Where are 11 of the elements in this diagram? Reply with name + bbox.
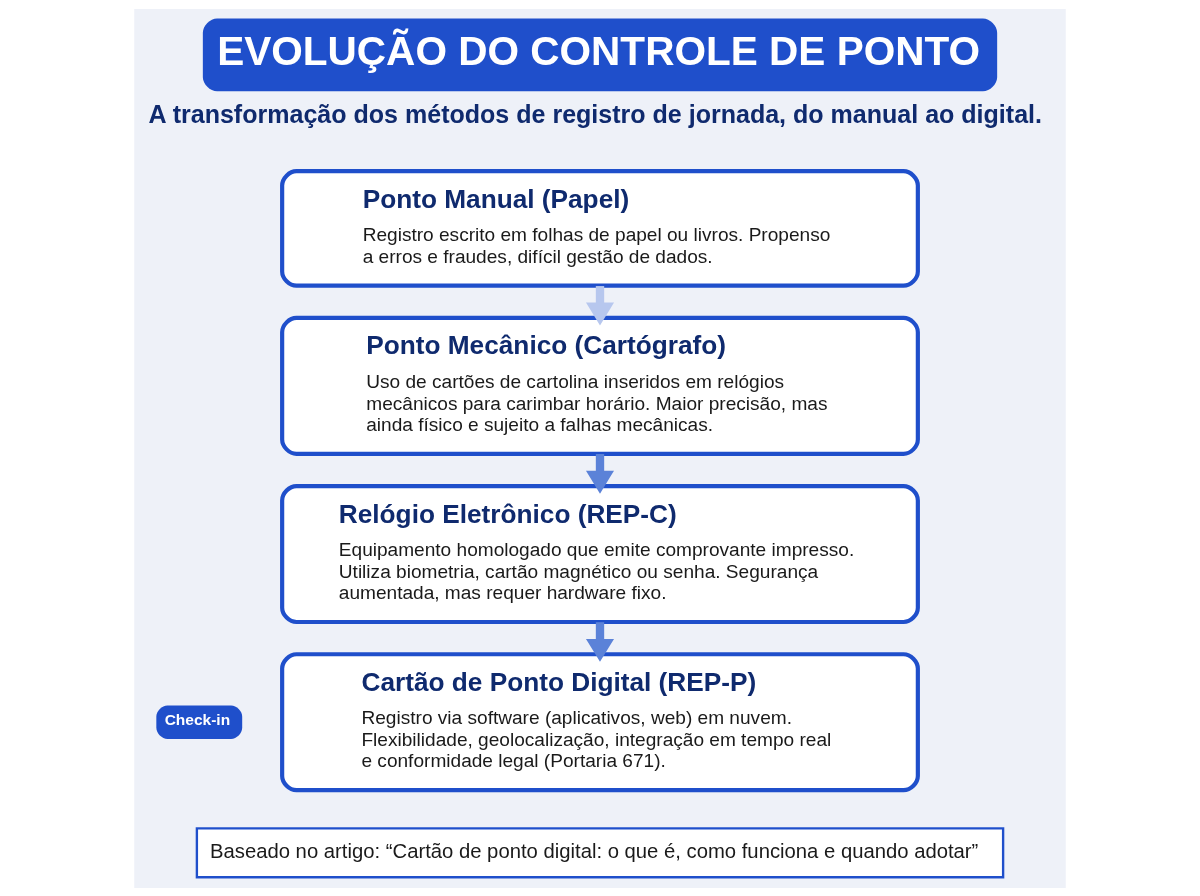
arrow — [585, 453, 615, 494]
label: A transformação dos métodos de registro de jornada, do manual ao digital. — [148, 99, 1042, 128]
arrow — [586, 285, 614, 325]
caption: Baseado no artigo: “Cartão de ponto digital: o que é, como funciona e quando adotar” — [210, 839, 979, 862]
node-box: Ponto Mecânico (Cartógrafo) Uso de cartões de cartolina inseridos em relógios mecânicos para carimbar horário. Maior precisão, mas ainda físico e sujeito a falhas mecânicas. — [280, 315, 920, 456]
node-box: Cartão de Ponto Digital (REP-P) Registro via software (aplicativos, web) em nuvem. Flexibilidade, geolocalização, integração em tempo real e conformidade legal (Portaria 671). — [280, 651, 920, 792]
node-box: Relógio Eletrônico (REP-C) Equipamento homologado que emite comprovante impresso. Utiliza biometria, cartão magnético ou senha. Segurança aumentada, mas requer hardware fixo. — [280, 483, 920, 624]
node-box: Ponto Manual (Papel) Registro escrito em folhas de papel ou livros. Propenso a erros e fraudes, difícil gestão de dados. — [280, 168, 920, 288]
arrow — [586, 621, 614, 662]
label: Check-in — [164, 710, 231, 728]
diagram-title: EVOLUÇÃO DO CONTROLE DE PONTO — [217, 27, 981, 74]
